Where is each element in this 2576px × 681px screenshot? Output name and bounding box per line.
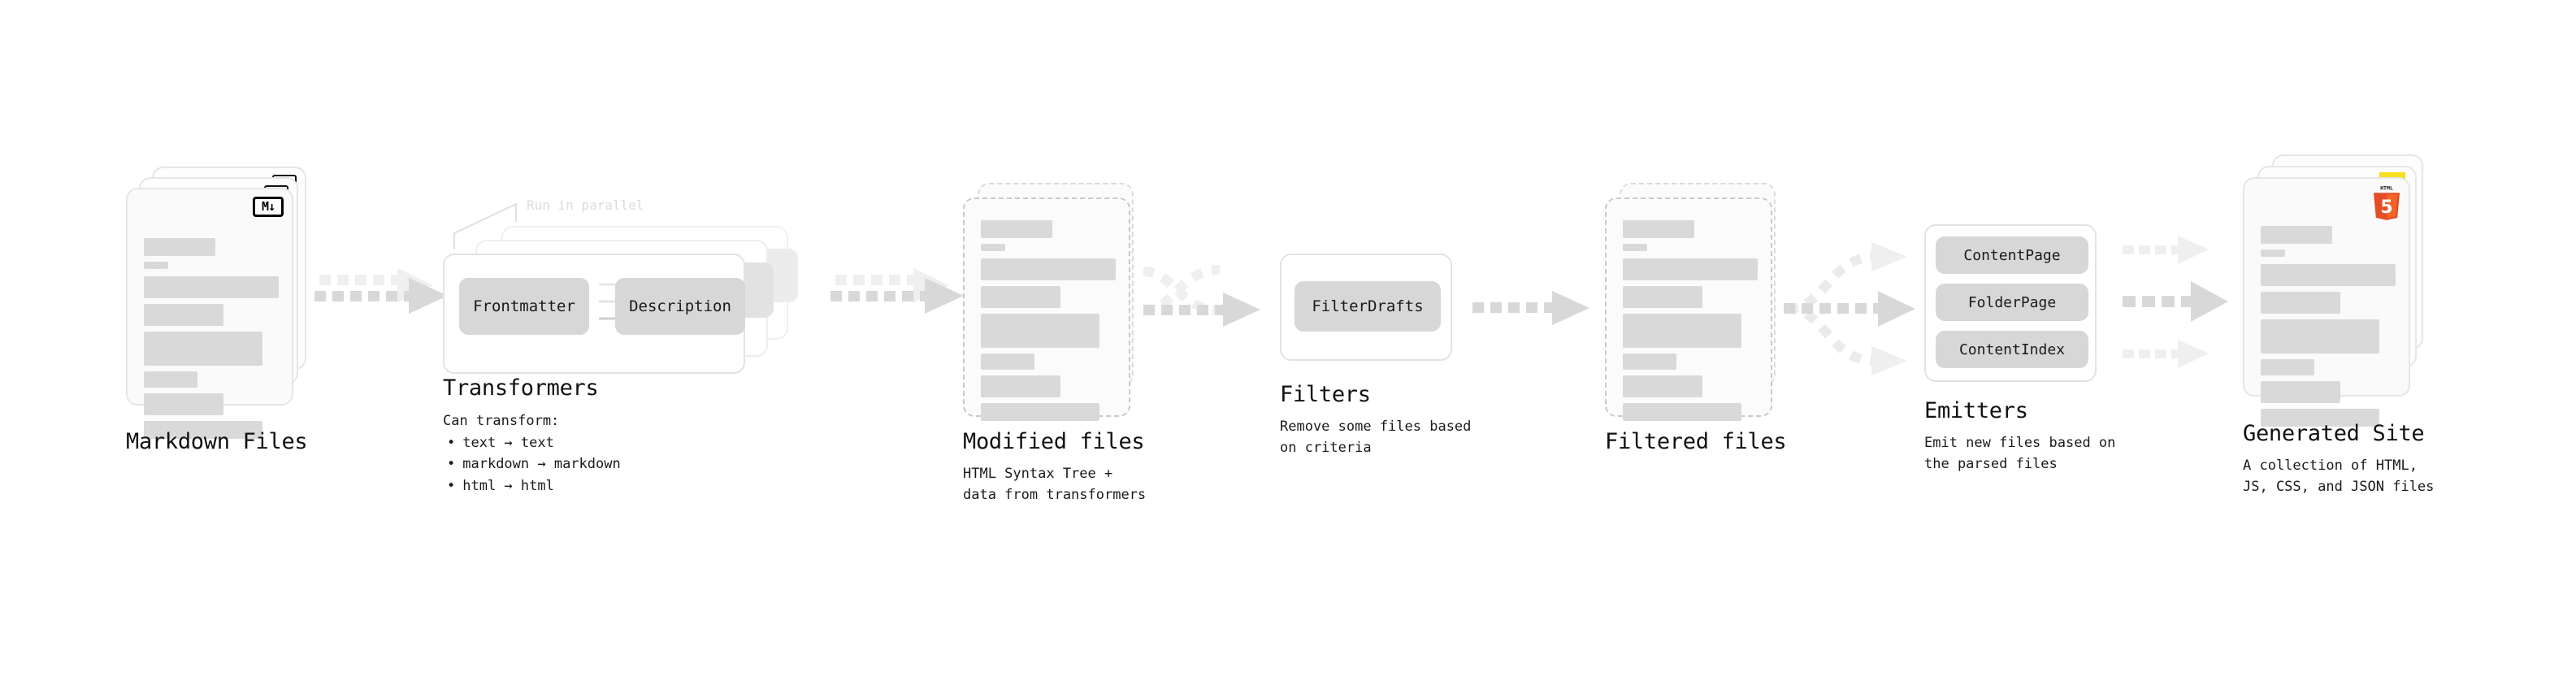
list-item: markdown → markdown [443, 453, 620, 475]
run-in-parallel-bracket [453, 202, 517, 249]
skeleton-lines [144, 238, 279, 445]
emitter-pill-contentpage[interactable]: ContentPage [1936, 236, 2088, 274]
arrow-transformers-to-modified [830, 268, 964, 314]
transformer-pill-description[interactable]: Description [615, 278, 745, 335]
stage-subtitle-filters: Remove some files based on criteria [1280, 419, 1472, 457]
stage-title-emitters: Emitters [1924, 398, 2028, 423]
stage-subtitle-emitters: Emit new files based on the parsed files [1924, 435, 2116, 473]
skeleton-lines [2261, 226, 2396, 432]
stage-title-generated-site: Generated Site [2243, 421, 2425, 446]
markdown-card-front: M↓ [126, 188, 293, 439]
emitter-pill-contentindex[interactable]: ContentIndex [1936, 331, 2088, 368]
svg-text:5: 5 [2380, 197, 2392, 218]
stage-title-modified-files: Modified files [963, 429, 1145, 454]
stage-title-filters: Filters [1280, 382, 1371, 407]
transformers-group-front: Frontmatter Description [443, 254, 745, 374]
skeleton-lines [1623, 220, 1758, 427]
stage-title-markdown-files: Markdown Files [126, 429, 308, 454]
stage-emitters: ContentPage FolderPage ContentIndex [1924, 224, 2097, 382]
arrow-filters-to-filtered [1472, 291, 1589, 325]
html5-badge-label: HTML [2380, 185, 2393, 192]
stage-filters: FilterDrafts [1280, 254, 1452, 361]
filtered-card-front [1605, 197, 1772, 421]
arrow-emitters-to-site [2123, 236, 2228, 368]
stage-title-transformers: Transformers [443, 375, 599, 401]
arrow-markdown-to-transformers [314, 268, 448, 314]
transformer-pill-frontmatter[interactable]: Frontmatter [459, 278, 589, 335]
arrow-filtered-to-emitters [1784, 242, 1915, 375]
html5-badge-icon: HTML 5 [2373, 185, 2400, 220]
arrow-modified-to-filters [1143, 265, 1260, 327]
stage-subtitle-generated-site: A collection of HTML, JS, CSS, and JSON … [2243, 458, 2435, 496]
transformers-bullet-list: text → text markdown → markdown html → h… [443, 432, 621, 497]
list-item: html → html [443, 475, 621, 497]
stage-subtitle-modified-files: HTML Syntax Tree + data from transformer… [963, 466, 1147, 504]
run-in-parallel-label: Run in parallel [527, 197, 644, 213]
list-item: text → text [443, 432, 621, 453]
emitter-pill-folderpage[interactable]: FolderPage [1936, 284, 2088, 321]
markdown-badge-icon: M↓ [253, 197, 284, 217]
skeleton-lines [981, 220, 1116, 427]
modified-card-front [963, 197, 1130, 421]
stage-title-filtered-files: Filtered files [1605, 429, 1787, 454]
filter-pill-filterdrafts[interactable]: FilterDrafts [1295, 281, 1441, 332]
stage-subtitle-transformers: Can transform: [443, 413, 560, 429]
site-card-front: HTML 5 [2243, 177, 2410, 427]
